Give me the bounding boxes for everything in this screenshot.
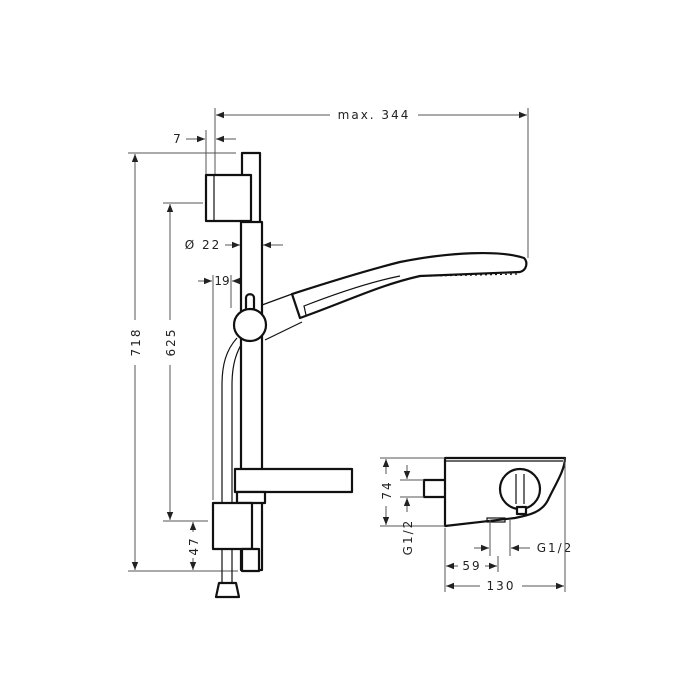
max-reach-label: max. 344	[338, 108, 411, 122]
inlet-thread-label: G1/2	[401, 519, 415, 556]
hose-offset-label: 19	[214, 274, 229, 288]
dimension-holder-spacing: 625	[163, 202, 208, 522]
holder-offset-label: 7	[173, 132, 183, 146]
holder-spacing-label: 625	[164, 328, 178, 357]
thermostat-height-label: 74	[380, 480, 394, 499]
outlet-offset-label: 59	[462, 559, 481, 573]
outlet-thread-label: G1/2	[537, 541, 574, 555]
dimension-bottom-offset: 47	[187, 522, 201, 570]
dimension-thermostat-width: 130	[446, 458, 566, 593]
thermostat	[422, 456, 567, 528]
thermostat-width-label: 130	[487, 579, 516, 593]
dimension-outlet-thread: G1/2	[474, 520, 574, 556]
total-height-label: 718	[129, 328, 143, 357]
dimension-total-height: 718	[128, 152, 238, 572]
rail-diameter-label: Ø 22	[185, 238, 222, 252]
dimension-rail-diameter: Ø 22	[185, 238, 283, 252]
dimension-inlet-thread: G1/2	[400, 465, 424, 555]
dimension-thermostat-height: 74	[380, 457, 445, 527]
dimension-max-reach: max. 344	[214, 108, 529, 258]
shower-rail	[204, 151, 354, 599]
hand-shower	[232, 251, 528, 343]
dimension-outlet-offset: 59	[444, 528, 499, 592]
bottom-offset-label: 47	[187, 536, 201, 555]
dimension-hose-offset: 19	[198, 274, 247, 500]
